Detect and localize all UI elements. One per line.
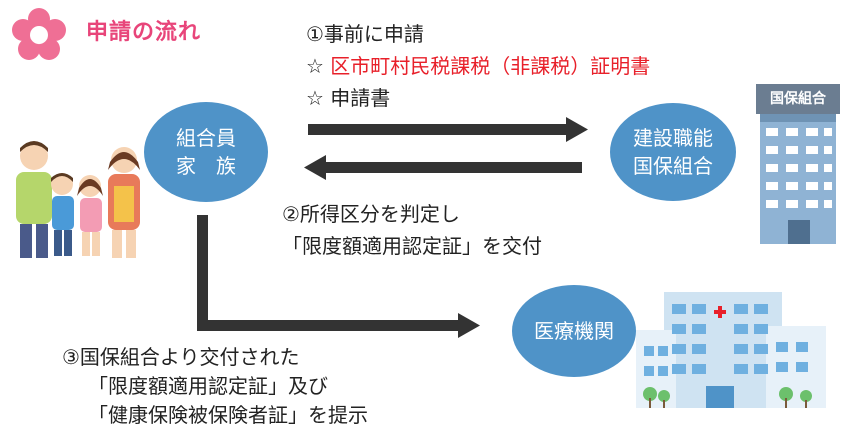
step1-item1-text: 区市町村民税課税（非課税）証明書 [330,54,651,78]
union-node-line1: 建設職能 [633,126,713,150]
flower-svg [12,8,66,60]
star-icon: ☆ [306,86,324,110]
flower-icon [12,8,66,62]
member-node-line1: 組合員 [176,126,236,150]
step3-line3: 「健康保険被保険者証」を提示 [88,403,368,427]
step2-line2: 「限度額適用認定証」を交付 [282,234,542,258]
family-illustration [8,136,148,266]
step3-line1: ③国保組合より交付された [62,345,300,369]
union-node-line2: 国保組合 [633,154,713,178]
family-svg [16,141,140,258]
medical-institution-node: 医療機関 [512,285,636,377]
step1-item2-text: 申請書 [330,86,391,110]
arrow-to-member [304,155,582,180]
kokuho-union-node: 建設職能 国保組合 [610,103,736,201]
hospital-svg [636,292,826,408]
star-icon: ☆ [306,54,324,78]
hospital-node-label: 医療機関 [534,319,614,343]
step1-item1: ☆ 区市町村民税課税（非課税）証明書 [306,52,650,80]
step2-line1: ②所得区分を判定し [282,202,460,226]
building-svg [756,84,840,244]
step1-heading: ①事前に申請 [306,22,424,46]
building-sign: 国保組合 [770,91,826,107]
union-building-illustration: 国保組合 [750,84,846,244]
step3-line2: 「限度額適用認定証」及び [88,374,328,398]
page-title: 申請の流れ [86,20,202,45]
hospital-illustration [636,290,836,410]
step1-item2: ☆ 申請書 [306,84,390,112]
arrow-to-union [308,117,588,142]
member-node-line2: 家 族 [176,154,236,178]
member-family-node: 組合員 家 族 [144,102,268,202]
